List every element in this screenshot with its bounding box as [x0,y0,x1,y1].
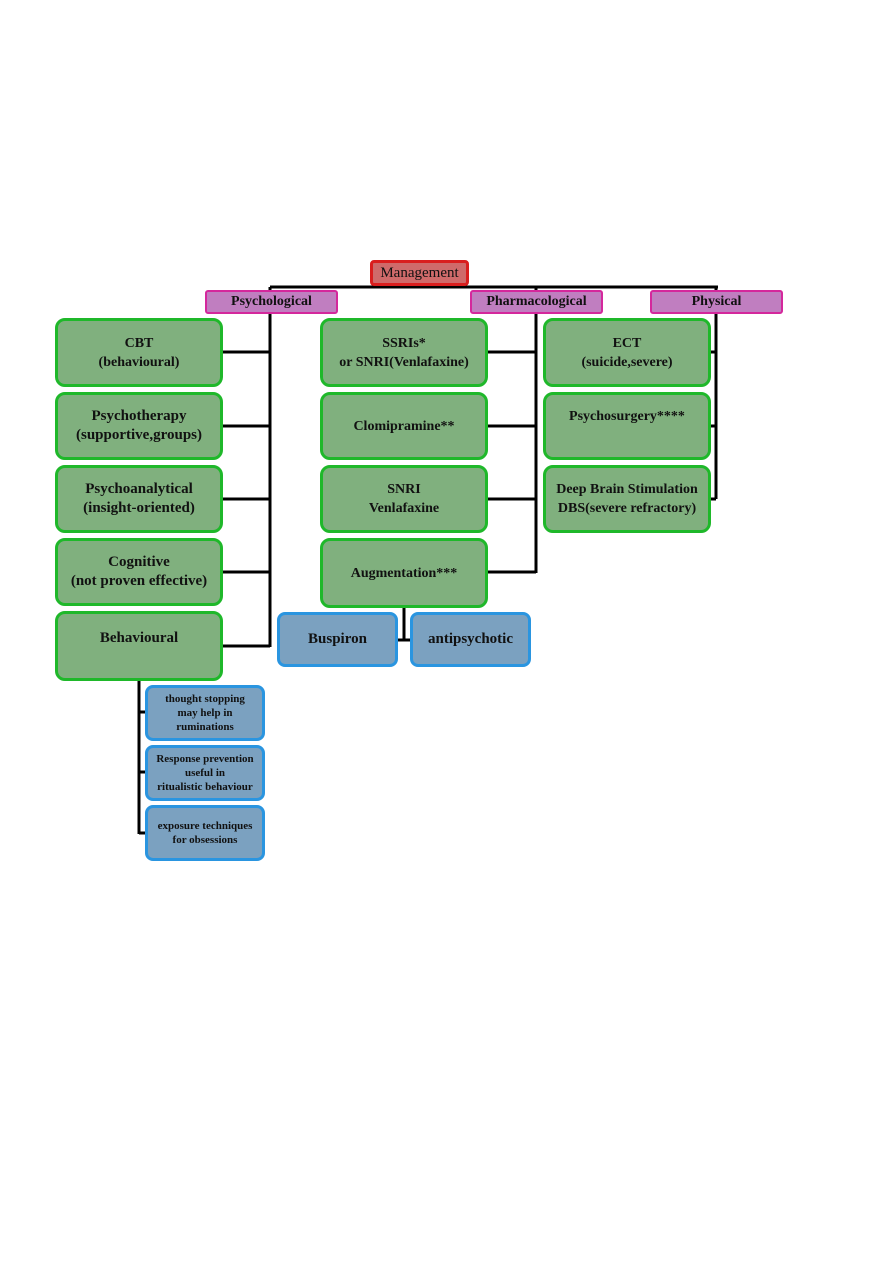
response-prevention-line-3: ritualistic behaviour [157,781,253,793]
exposure-line-2: for obsessions [172,834,238,846]
behavioural-title: Behavioural [99,630,179,646]
psychological-label: Psychological [231,294,312,309]
response-prevention-node: Response prevention useful in ritualisti… [145,745,265,801]
exposure-line-1: exposure techniques [157,820,253,832]
cognitive-title: Cognitive [108,554,170,570]
psychoanalytical-detail: (insight-oriented) [83,500,195,516]
antipsychotic-label: antipsychotic [427,631,513,647]
dbs-title: Deep Brain Stimulation [556,482,698,497]
ect-detail: (suicide,severe) [581,354,673,370]
thought-stopping-line-3: ruminations [176,721,234,733]
thought-stopping-line-2: may help in [177,707,233,719]
cognitive-detail: (not proven effective) [70,573,208,589]
psychosurgery-title: Psychosurgery**** [569,409,685,424]
ect-title: ECT [612,335,642,351]
dbs-node: Deep Brain Stimulation DBS(severe refrac… [543,465,711,533]
snri-node: SNRI Venlafaxine [320,465,488,533]
ssri-title: SSRIs* [382,335,426,351]
psychotherapy-title: Psychotherapy [91,408,187,424]
cbt-detail: (behavioural) [98,354,180,370]
ssri-node: SSRIs* or SNRI(Venlafaxine) [320,318,488,387]
antipsychotic-node: antipsychotic [410,612,531,667]
management-node: Management [370,260,469,286]
psychotherapy-node: Psychotherapy (supportive,groups) [55,392,223,460]
behavioural-node: Behavioural [55,611,223,681]
buspiron-label: Buspiron [308,631,367,647]
snri-detail: Venlafaxine [368,501,440,516]
augmentation-node: Augmentation*** [320,538,488,608]
augmentation-title: Augmentation*** [350,565,458,581]
exposure-node: exposure techniques for obsessions [145,805,265,861]
response-prevention-line-2: useful in [184,767,226,779]
psychosurgery-node: Psychosurgery**** [543,392,711,460]
dbs-detail: DBS(severe refractory) [557,501,697,516]
snri-title: SNRI [387,482,421,497]
response-prevention-line-1: Response prevention [156,753,254,765]
psychological-node: Psychological [205,290,338,314]
psychoanalytical-node: Psychoanalytical (insight-oriented) [55,465,223,533]
cognitive-node: Cognitive (not proven effective) [55,538,223,606]
psychotherapy-detail: (supportive,groups) [76,427,202,443]
clomipramine-title: Clomipramine** [353,418,455,434]
clomipramine-node: Clomipramine** [320,392,488,460]
thought-stopping-node: thought stopping may help in ruminations [145,685,265,741]
psychoanalytical-title: Psychoanalytical [85,481,193,497]
ect-node: ECT (suicide,severe) [543,318,711,387]
pharmacological-node: Pharmacological [470,290,603,314]
thought-stopping-line-1: thought stopping [165,693,245,705]
cbt-node: CBT (behavioural) [55,318,223,387]
cbt-title: CBT [124,335,154,351]
pharmacological-label: Pharmacological [486,294,587,309]
physical-node: Physical [650,290,783,314]
ssri-detail: or SNRI(Venlafaxine) [339,354,469,370]
management-label: Management [380,264,459,281]
buspiron-node: Buspiron [277,612,398,667]
physical-label: Physical [691,294,742,309]
